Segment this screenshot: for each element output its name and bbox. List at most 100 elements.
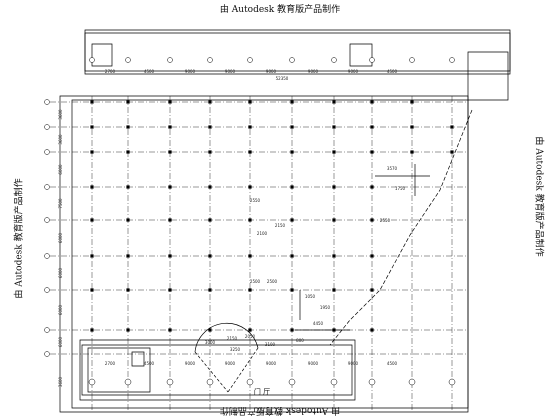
diagonal-dimension: 2500	[250, 279, 261, 284]
column	[90, 218, 94, 222]
diagonal-dimension: 2500	[267, 279, 278, 284]
column	[370, 185, 374, 189]
axis-bubble-bottom	[89, 379, 95, 385]
column	[168, 100, 172, 104]
bottom-dimension: 4500	[387, 361, 398, 366]
column	[370, 328, 374, 332]
axis-bubble-bottom	[369, 379, 375, 385]
diagonal-dimension: 1750	[395, 186, 406, 191]
bottom-dimension: 9000	[308, 361, 319, 366]
stair-top-right	[350, 44, 372, 66]
diagonal-dimension: 2150	[275, 223, 286, 228]
axis-bubble-left	[45, 328, 50, 333]
top-strip-inner	[85, 33, 510, 71]
slab-outline	[60, 96, 468, 412]
column	[332, 185, 336, 189]
column	[370, 254, 374, 258]
diagonal-dimension: 3250	[230, 347, 241, 352]
axis-bubble-top	[90, 58, 95, 63]
columns	[90, 100, 454, 332]
diagonal-dimension: 2550	[380, 218, 391, 223]
left-dimension: 6000	[58, 164, 63, 175]
top-dimension: 9000	[185, 69, 196, 74]
column	[450, 125, 454, 129]
diagonal-dimension: 4450	[313, 321, 324, 326]
diagonal-dimension: 1950	[320, 305, 331, 310]
column	[208, 328, 212, 332]
column	[248, 125, 252, 129]
diagonal-dimension: 800	[296, 338, 304, 343]
left-dimension: 6000	[58, 304, 63, 315]
diagonal-dimension: 2050	[245, 334, 256, 339]
axis-bubble-left	[45, 185, 50, 190]
column	[208, 218, 212, 222]
column	[290, 185, 294, 189]
column	[248, 150, 252, 154]
column	[248, 288, 252, 292]
axis-bubble-bottom	[289, 379, 295, 385]
column	[332, 150, 336, 154]
left-dimension: 3600	[58, 376, 63, 387]
top-dimension: 4500	[144, 69, 155, 74]
column	[126, 150, 130, 154]
column	[332, 100, 336, 104]
column	[410, 100, 414, 104]
axis-bubble-left	[45, 218, 50, 223]
overall-dimension: 52350	[276, 76, 289, 81]
bottom-dimension: 4500	[144, 361, 155, 366]
grid-lines	[45, 58, 469, 413]
axis-bubble-top	[248, 58, 253, 63]
bottom-dimension: 9000	[225, 361, 236, 366]
column	[208, 150, 212, 154]
bottom-dimension: 2700	[105, 361, 116, 366]
axis-bubble-top	[168, 58, 173, 63]
column	[332, 125, 336, 129]
bottom-strip-inner	[82, 345, 352, 395]
diagonal-dimension: 3570	[387, 166, 398, 171]
column	[370, 125, 374, 129]
column	[248, 328, 252, 332]
column	[90, 150, 94, 154]
top-dimension: 4500	[387, 69, 398, 74]
bottom-dimension: 9000	[266, 361, 277, 366]
column	[168, 328, 172, 332]
column	[90, 185, 94, 189]
axis-bubble-top	[410, 58, 415, 63]
axis-bubble-top	[332, 58, 337, 63]
axis-bubble-bottom	[167, 379, 173, 385]
column	[90, 288, 94, 292]
column	[208, 288, 212, 292]
top-dimension: 9000	[308, 69, 319, 74]
column	[126, 125, 130, 129]
column	[168, 254, 172, 258]
column	[208, 125, 212, 129]
bottom-dimension: 9000	[185, 361, 196, 366]
column	[290, 218, 294, 222]
column	[410, 125, 414, 129]
column	[126, 185, 130, 189]
diagonal-dimension: 3000	[205, 340, 216, 345]
axis-bubble-left	[45, 352, 50, 357]
axis-bubble-left	[45, 100, 50, 105]
column	[332, 254, 336, 258]
column	[332, 218, 336, 222]
column	[290, 328, 294, 332]
slab-inner-outline	[72, 100, 468, 408]
column	[168, 125, 172, 129]
arc-radius-left	[195, 352, 228, 392]
column	[208, 254, 212, 258]
axis-bubble-bottom	[449, 379, 455, 385]
column	[248, 254, 252, 258]
column	[248, 100, 252, 104]
column	[332, 328, 336, 332]
diagonal-edge	[330, 110, 472, 345]
column	[290, 288, 294, 292]
arc-radius-right	[228, 348, 258, 392]
axis-bubble-top	[208, 58, 213, 63]
top-dimension: 9000	[225, 69, 236, 74]
column	[290, 100, 294, 104]
left-dimension: 3600	[58, 109, 63, 120]
diagonal-dimension: 2550	[250, 198, 261, 203]
room-label-lower: 门 厅	[254, 387, 270, 396]
